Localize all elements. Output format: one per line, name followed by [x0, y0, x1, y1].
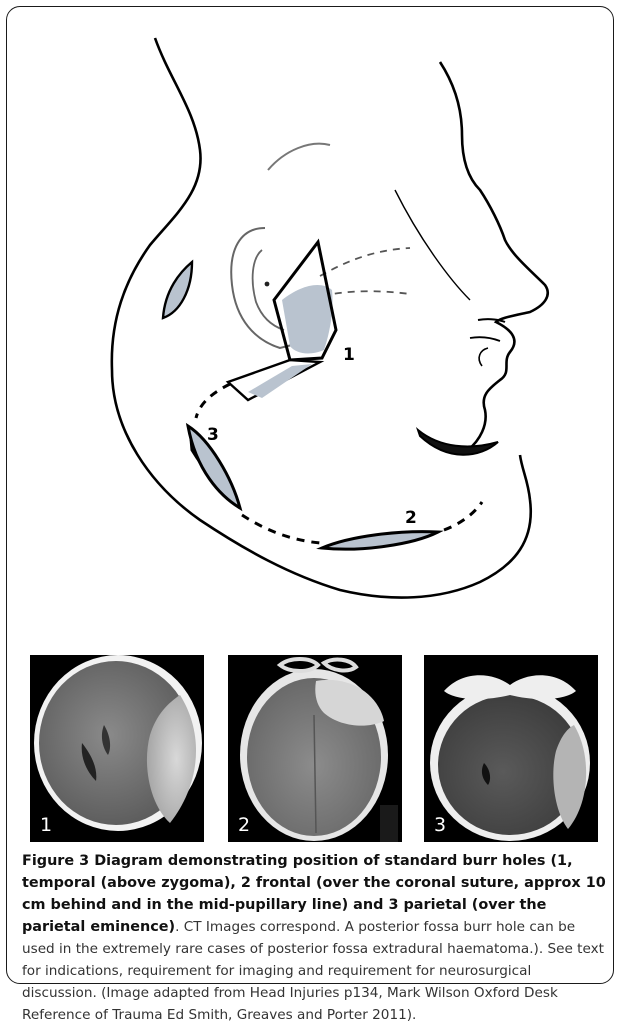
ct2-artifact: [380, 805, 398, 842]
dashed-3-2: [242, 515, 320, 543]
mouth: [418, 430, 498, 455]
cheek-line: [395, 190, 470, 300]
face-profile: [440, 62, 548, 450]
ear: [231, 228, 296, 348]
nostril: [479, 348, 488, 366]
dashed-1-3: [196, 384, 230, 418]
head-diagram: 1 3 2: [0, 0, 622, 650]
diagram-label-1: 1: [343, 345, 355, 365]
ct-image-1: 1: [30, 655, 204, 842]
burr-hole-2: [322, 532, 438, 550]
figure-caption: Figure 3 Diagram demonstrating position …: [22, 850, 606, 1026]
brow-line: [268, 144, 330, 170]
ct-image-3: 3: [424, 655, 598, 842]
diagram-label-2: 2: [405, 508, 417, 528]
occipital-ellipse: [163, 262, 192, 318]
zygoma-dash-1: [320, 248, 410, 276]
ct-label-2: 2: [238, 814, 250, 836]
ct-image-2: 2: [228, 655, 402, 842]
lip-line-2: [470, 337, 500, 341]
zygoma-dash-2: [322, 291, 410, 296]
ct2-sinus: [280, 659, 318, 671]
ear-dot: [265, 282, 270, 287]
diagram-label-3: 3: [207, 425, 219, 445]
ct-label-3: 3: [434, 814, 446, 836]
ct2-sinus-2: [324, 660, 356, 671]
dashed-2-end: [444, 502, 482, 530]
ct-label-1: 1: [40, 814, 52, 836]
burr-hole-1-fill: [282, 285, 333, 353]
